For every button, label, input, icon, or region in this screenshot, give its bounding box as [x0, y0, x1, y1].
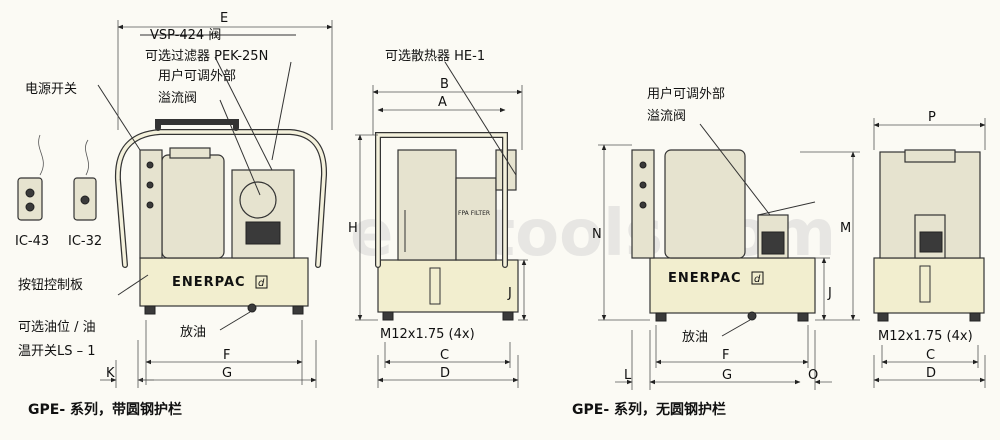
dim-g-right: G [722, 368, 732, 383]
label-button-panel: 按钮控制板 [18, 278, 83, 293]
label-oil-level-1: 可选油位 / 油 [18, 320, 96, 335]
dim-b: B [440, 77, 449, 92]
dim-d-left: D [440, 366, 450, 381]
label-drain: 放油 [180, 325, 206, 340]
label-thread-right: M12x1.75 (4x) [878, 329, 973, 344]
side-tank-right [873, 257, 985, 314]
dim-f-right: F [722, 348, 729, 363]
caption-with-guard: GPE- 系列，带圆钢护栏 [28, 401, 182, 418]
label-power-switch: 电源开关 [25, 82, 77, 97]
svg-text:d: d [754, 274, 761, 285]
label-vsp-valve: VSP-424 阀 [150, 28, 221, 43]
label-relief-right-1: 用户可调外部 [647, 86, 725, 102]
motor [161, 154, 225, 259]
svg-text:FPA FILTER: FPA FILTER [458, 210, 490, 217]
side-filter [455, 177, 497, 261]
dim-a: A [438, 95, 447, 110]
label-relief-right-2: 溢流阀 [647, 109, 686, 124]
right-side-view: P M12x1.75 (4x) C D [873, 110, 986, 388]
dim-e: E [220, 11, 228, 26]
dim-g: G [222, 366, 232, 381]
dim-c-right: C [926, 348, 935, 363]
pendant-ic32 [73, 139, 97, 221]
side-motor [397, 149, 457, 261]
dim-f: F [223, 348, 230, 363]
dim-o: O [808, 368, 818, 383]
dim-n: N [592, 227, 602, 242]
drain-plug [247, 303, 257, 313]
label-drain-right: 放油 [682, 330, 708, 345]
dim-h: H [348, 221, 358, 236]
dim-c-left: C [440, 348, 449, 363]
motor-no-guard [664, 149, 746, 259]
dim-d-right: D [926, 366, 936, 381]
dim-l: L [624, 368, 632, 383]
label-thread-left: M12x1.75 (4x) [380, 327, 475, 342]
label-relief-1: 用户可调外部 [158, 68, 236, 84]
tank-no-guard [649, 257, 816, 314]
side-tank [377, 259, 519, 313]
label-oil-level-2: 温开关LS – 1 [18, 344, 96, 359]
dim-k: K [106, 366, 115, 381]
dim-p: P [928, 110, 936, 125]
dim-j-right: J [827, 286, 832, 301]
left-side-view: FPA FILTER 可选散热器 HE-1 B A H J M12x1.75 (… [348, 49, 528, 388]
dim-m: M [840, 221, 851, 236]
right-front-view: ENERPAC d 用户可调外部 溢流阀 放油 N M J F G L O GP… [572, 86, 860, 418]
left-front-view: ENERPAC d 电源开关 VSP-424 阀 可选过滤器 PEK-25N 用… [15, 11, 333, 418]
label-ic43: IC-43 [15, 234, 49, 249]
oil-tank [139, 257, 309, 307]
svg-text:d: d [258, 278, 265, 289]
label-cooler: 可选散热器 HE-1 [385, 49, 485, 64]
brand-logo: ENERPAC [172, 275, 246, 290]
caption-no-guard: GPE- 系列，无圆钢护栏 [572, 401, 726, 418]
label-ic32: IC-32 [68, 234, 102, 249]
label-relief-2: 溢流阀 [158, 91, 197, 106]
pendant-ic43 [17, 134, 44, 221]
label-filter: 可选过滤器 PEK-25N [145, 49, 268, 64]
dim-j: J [507, 286, 512, 301]
brand-logo-right: ENERPAC [668, 271, 742, 286]
